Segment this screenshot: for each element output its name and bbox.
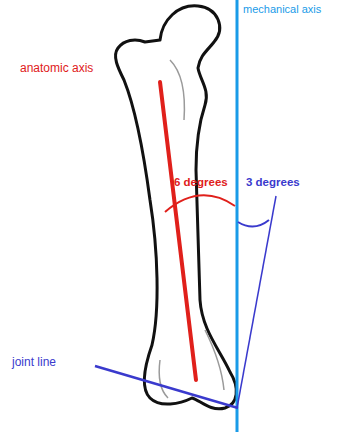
line-label: joint line [12,356,56,370]
angle-label: 3 degrees [246,176,300,189]
three-degree-arc [238,220,269,227]
axis-label: anatomic axis [20,62,93,76]
femur-outline [116,6,237,409]
six-degree-arc [165,195,235,212]
joint-line [95,366,238,408]
three-degree-line [237,196,276,408]
axis-label: mechanical axis [243,3,321,16]
bone-shading [159,60,224,398]
angle-label: 6 degrees [174,176,228,189]
mechanical-axis-line [236,0,239,432]
anatomic-axis-line [160,82,196,380]
